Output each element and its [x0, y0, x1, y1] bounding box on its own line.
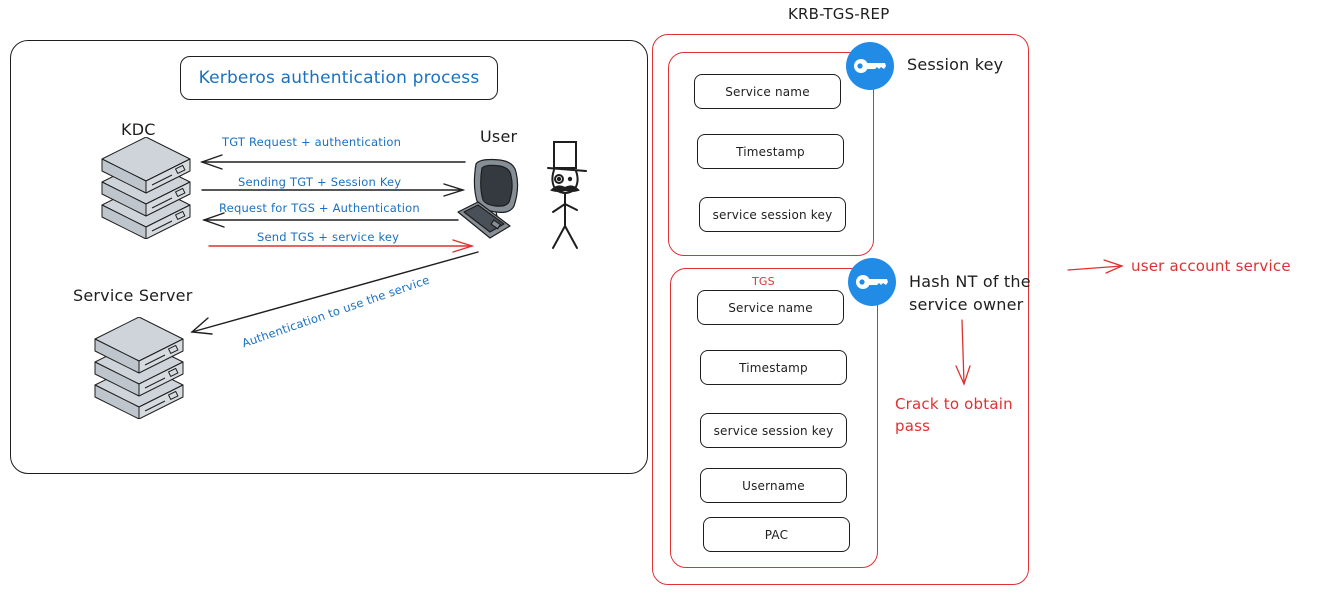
arrow-label-sending-tgt: Sending TGT + Session Key [238, 175, 402, 189]
hash-nt-label: Hash NT of the service owner [909, 272, 1031, 314]
kdc-server-icon [101, 137, 191, 239]
arrow-label-tgt-request: TGT Request + authentication [222, 135, 402, 149]
process-title-box: Kerberos authentication process [180, 56, 498, 100]
tgs-field-pac: PAC [703, 517, 850, 552]
crack-note: Crack to obtain pass [895, 395, 1013, 435]
arrow-label-request-tgs: Request for TGS + Authentication [219, 201, 420, 215]
session-field-service-session-key: service session key [699, 197, 846, 232]
session-key-icon [846, 42, 894, 90]
diagram-title: KRB-TGS-REP [788, 5, 890, 23]
session-field-timestamp: Timestamp [697, 134, 844, 169]
user-figure-icon [547, 141, 587, 249]
tgs-field-username: Username [700, 468, 847, 503]
hash-nt-key-icon [848, 258, 896, 306]
user-label: User [480, 127, 518, 146]
arrow-label-send-tgs: Send TGS + service key [257, 230, 400, 244]
tgs-group [670, 268, 878, 568]
krb-tgs-rep-container [652, 34, 1029, 585]
tgs-field-timestamp: Timestamp [700, 350, 847, 385]
session-key-group [668, 52, 874, 256]
computer-icon [457, 158, 519, 239]
tgs-field-service-name: Service name [697, 290, 844, 325]
session-key-label: Session key [907, 55, 1004, 74]
session-field-service-name: Service name [694, 74, 841, 109]
user-account-service-note: user account service [1131, 257, 1291, 275]
kdc-label: KDC [121, 120, 156, 139]
service-server-label: Service Server [73, 286, 193, 305]
tgs-field-service-session-key: service session key [700, 413, 847, 448]
service-server-icon [94, 317, 184, 419]
process-title: Kerberos authentication process [198, 68, 480, 88]
tgs-tag: TGS [752, 275, 775, 288]
arrow-to-user-account-service [1067, 259, 1124, 274]
kerberos-process-panel [10, 40, 648, 474]
